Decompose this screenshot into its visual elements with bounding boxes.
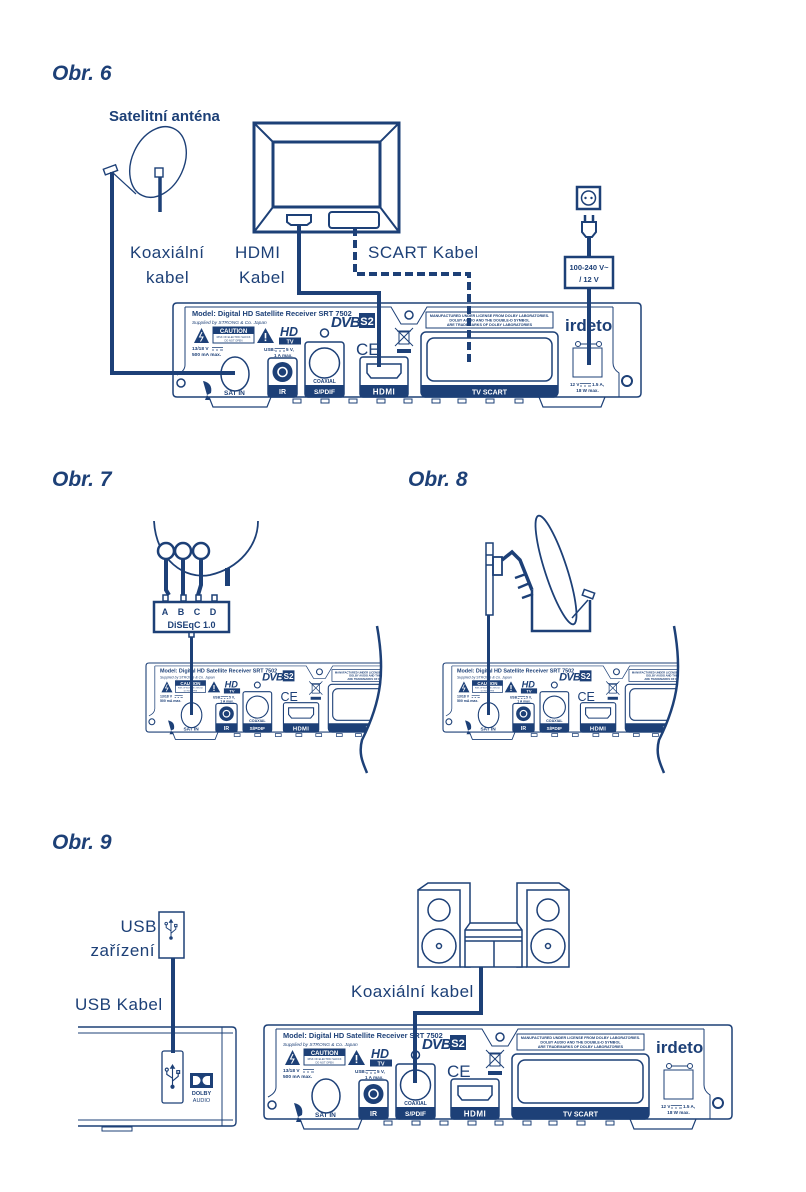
usb-device-label: zařízení — [91, 941, 155, 960]
ir-sensor-icon — [272, 362, 293, 382]
coax-cable-label: Koaxiální — [130, 243, 204, 262]
multi-lnb-dish-icon — [153, 520, 259, 602]
hdmi-cable — [297, 225, 381, 367]
scart-port — [426, 337, 553, 382]
usb-current-label: 1 A max. — [274, 353, 293, 358]
usb-device-label: USB — [121, 917, 157, 936]
figure-title: Obr. 8 — [408, 468, 468, 491]
lnb-power-label: 13/18 V — [192, 346, 209, 352]
usb-spec-label: USB: — [264, 347, 276, 352]
switch-port-label: B — [178, 607, 185, 617]
hdmi-port — [366, 363, 402, 379]
receiver-rear-panel: Model: Digital HD Satellite Receiver SRT… — [172, 302, 642, 408]
power-current-label: 1.5 A, — [592, 382, 604, 387]
usb-device — [158, 911, 185, 959]
cut-line — [656, 625, 680, 774]
ce-mark: CE — [356, 340, 380, 359]
warning-lightning-icon — [194, 328, 209, 343]
figure-7: Obr. 7 A B C D DiSEqC 1.0 — [52, 468, 383, 774]
coax-cable-label: Koaxiální kabel — [351, 982, 474, 1001]
cut-line — [359, 625, 383, 774]
tv-hdmi-port — [286, 214, 312, 226]
dolby-audio-label: AUDIO — [193, 1098, 211, 1104]
screw-icon — [176, 378, 186, 388]
antenna-label: Satelitní anténa — [109, 108, 221, 125]
adapter-input-label: 100-240 V~ — [570, 263, 610, 272]
coax-cable — [413, 967, 483, 1083]
usb-voltage-label: 5 V, — [286, 347, 294, 352]
tv-scart-port — [328, 211, 380, 229]
figure-8: Obr. 8 — [408, 468, 680, 774]
coaxial-port — [308, 347, 341, 379]
ir-label: IR — [279, 389, 286, 396]
sat-in-label: SAT IN — [224, 390, 245, 397]
scart-cable — [353, 228, 471, 365]
model-label: Model: Digital HD Satellite Receiver SRT… — [192, 309, 352, 318]
hifi-system-icon — [417, 882, 570, 968]
figure-title: Obr. 9 — [52, 831, 112, 854]
diseqc-switch: A B C D DiSEqC 1.0 — [152, 600, 231, 638]
coax-cable-label: kabel — [146, 268, 189, 287]
power-outlet-icon — [575, 185, 602, 211]
caution-label: CAUTION — [220, 329, 247, 335]
switch-port-label: D — [210, 607, 217, 617]
receiver-obr6: Model: Digital HD Satellite Receiver SRT… — [172, 302, 642, 408]
scart-cable-label: SCART Kabel — [368, 243, 479, 262]
vent-slots — [292, 398, 524, 404]
adapter-output-label: / 12 V — [579, 275, 599, 284]
power-watt-label: 18 W max. — [576, 388, 598, 393]
hd-logo: HD — [280, 325, 298, 339]
figure-9: Obr. 9 USB zařízení USB Kabel DOLBY AUDI… — [52, 831, 733, 1132]
dolby-notice-line: MANUFACTURED UNDER LICENSE FROM DOLBY LA… — [430, 314, 549, 318]
hdmi-port-label: HDMI — [373, 388, 395, 397]
caution-sub-label: RISK OF ELECTRIC SHOCK — [217, 335, 251, 339]
dolby-audio-logo: DOLBY AUDIO — [190, 1073, 213, 1104]
dolby-label: DOLBY — [192, 1091, 212, 1097]
hdmi-cable-label: Kabel — [239, 268, 285, 287]
dolby-notice-line: ARE TRADEMARKS OF DOLBY LABORATORIES — [447, 323, 533, 327]
spdif-label: S/PDIF — [314, 389, 335, 396]
coaxial-label: COAXIAL — [313, 379, 336, 385]
s2-logo: S2 — [360, 316, 373, 328]
hd-tv-label: TV — [286, 339, 293, 345]
screw-icon — [404, 310, 414, 320]
receiver-obr9 — [263, 1024, 733, 1130]
power-plug-icon — [581, 215, 597, 238]
caution-sub-label: DO NOT OPEN — [224, 339, 242, 343]
figure-6: Obr. 6 Satelitní anténa — [52, 62, 642, 408]
usb-icon — [164, 1063, 181, 1090]
screw-icon — [621, 375, 633, 387]
switch-port-label: C — [194, 607, 201, 617]
supplier-label: Supplied by STRONG & Co. Japan — [192, 320, 267, 326]
switch-model-label: DiSEqC 1.0 — [167, 620, 215, 630]
coax-cable — [110, 172, 235, 375]
figure-title: Obr. 6 — [52, 62, 112, 85]
scart-label: TV SCART — [472, 390, 508, 397]
switch-port-label: A — [162, 607, 169, 617]
hdmi-cable-label: HDMI — [235, 243, 280, 262]
satellite-dish-icon — [203, 381, 212, 400]
power-adapter: 100-240 V~ / 12 V — [563, 255, 615, 290]
tv-icon — [252, 121, 401, 234]
usb-cable-label: USB Kabel — [75, 995, 163, 1014]
receiver-front-side: DOLBY AUDIO — [78, 1026, 237, 1132]
usb-icon — [164, 918, 178, 941]
wall-mounted-dish-icon — [485, 514, 596, 633]
dolby-notice-line: DOLBY AUDIO AND THE DOUBLE-D SYMBOL — [449, 319, 530, 323]
receiver-obr8 — [442, 662, 679, 741]
figure-title: Obr. 7 — [52, 468, 113, 491]
lnb-current-label: 500 mA max. — [192, 352, 221, 358]
dvb-logo: DVB — [331, 314, 361, 331]
weee-bin-icon — [394, 327, 414, 347]
power-voltage-label: 12 V — [570, 382, 580, 387]
satellite-dish-icon — [102, 126, 187, 212]
receiver-obr7 — [145, 662, 382, 741]
